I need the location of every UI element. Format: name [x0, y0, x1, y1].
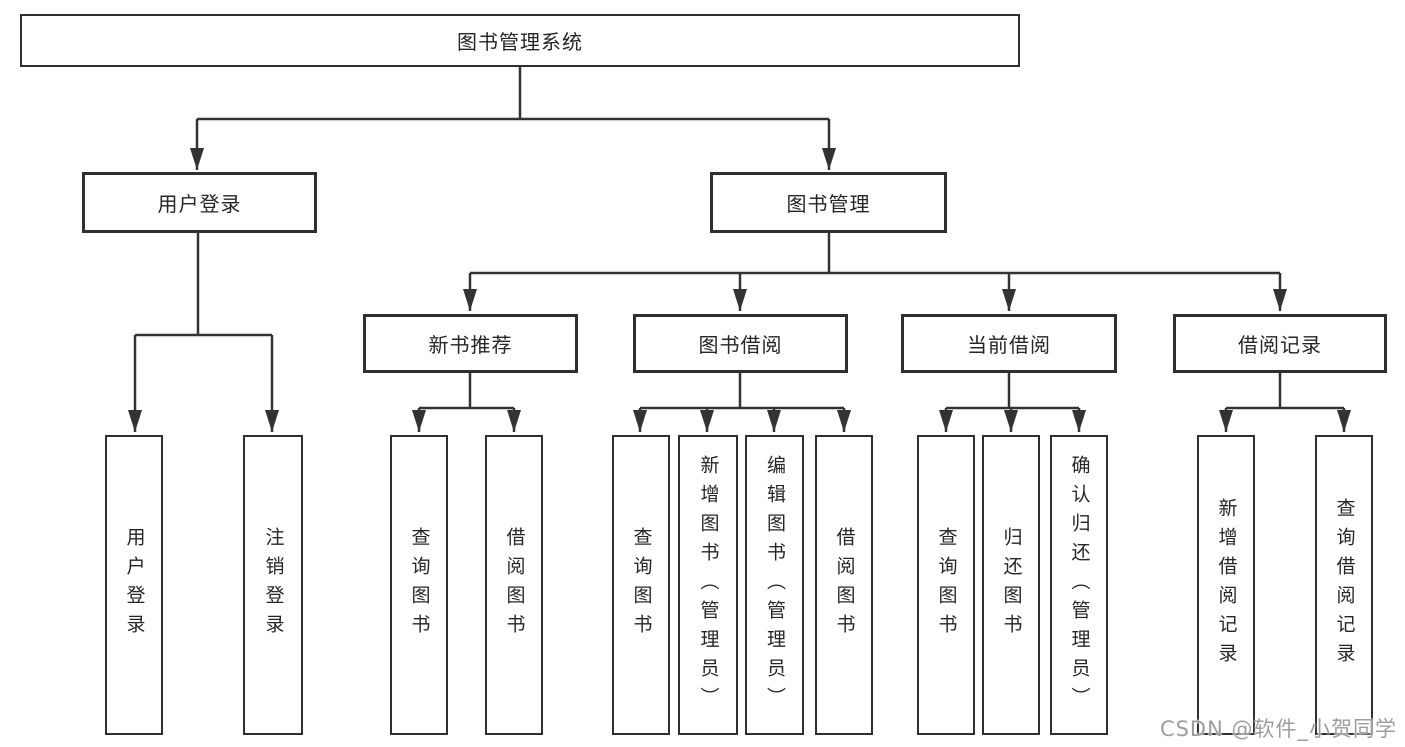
node-label: 编辑图书（管理员）: [764, 454, 786, 716]
node-label: 用户登录: [123, 527, 146, 643]
leaf-logout: 注销登录: [243, 435, 303, 735]
node-label: 归还图书: [1000, 527, 1023, 643]
node-new-book-recommend: 新书推荐: [363, 314, 578, 373]
node-book-management: 图书管理: [710, 172, 947, 233]
node-label: 查询图书: [630, 527, 653, 643]
node-label: 当前借阅: [967, 333, 1051, 357]
leaf-borrow-book-under-recommend: 借阅图书: [485, 435, 543, 735]
node-user-login: 用户登录: [82, 172, 317, 233]
leaf-return-book: 归还图书: [982, 435, 1040, 735]
leaf-query-book-under-current: 查询图书: [917, 435, 975, 735]
node-borrow-records: 借阅记录: [1173, 314, 1387, 373]
leaf-add-book-admin: 新增图书（管理员）: [678, 435, 738, 735]
node-label: 图书管理: [786, 192, 871, 216]
node-label: 图书管理系统: [457, 30, 583, 54]
csdn-watermark: CSDN @软件_小贺同学: [1159, 717, 1397, 741]
node-label: 新增借阅记录: [1215, 498, 1238, 672]
node-label: 注销登录: [262, 527, 285, 643]
node-label: 借阅图书: [833, 527, 856, 643]
leaf-query-borrow-record: 查询借阅记录: [1315, 435, 1373, 735]
node-label: 新书推荐: [428, 333, 513, 357]
leaf-edit-book-admin: 编辑图书（管理员）: [745, 435, 804, 735]
node-label: 查询图书: [935, 527, 958, 643]
node-label: 借阅记录: [1238, 333, 1322, 357]
node-label: 新增图书（管理员）: [697, 454, 720, 716]
leaf-borrow-book-under-borrow: 借阅图书: [815, 435, 873, 735]
node-library-management-system: 图书管理系统: [20, 14, 1020, 67]
leaf-add-borrow-record: 新增借阅记录: [1197, 435, 1255, 735]
node-label: 借阅图书: [503, 527, 526, 643]
node-label: 图书借阅: [698, 333, 783, 357]
leaf-query-book-under-recommend: 查询图书: [390, 435, 448, 735]
node-label: 查询图书: [408, 527, 431, 643]
node-label: 用户登录: [157, 192, 242, 216]
node-book-borrow: 图书借阅: [633, 314, 848, 373]
node-label: 查询借阅记录: [1333, 498, 1356, 672]
node-current-borrow: 当前借阅: [901, 314, 1117, 373]
leaf-query-book-under-borrow: 查询图书: [612, 435, 670, 735]
leaf-confirm-return-admin: 确认归还（管理员）: [1050, 435, 1108, 735]
leaf-user-login: 用户登录: [105, 435, 163, 735]
node-label: 确认归还（管理员）: [1068, 454, 1091, 716]
